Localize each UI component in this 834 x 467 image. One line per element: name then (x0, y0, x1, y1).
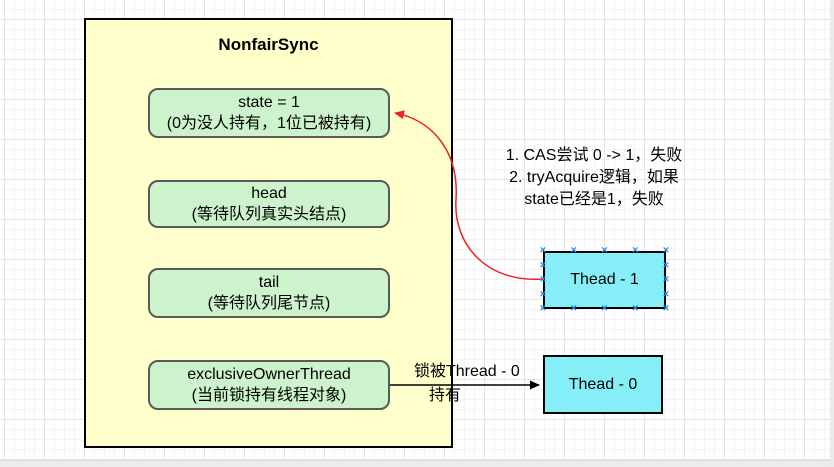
connection-point-icon[interactable]: × (570, 244, 577, 257)
head-field-box[interactable]: head (等待队列真实头结点) (148, 180, 390, 228)
state-field-desc: (0为没人持有，1位已被持有) (166, 115, 372, 132)
canvas-bottom-edge (0, 460, 834, 467)
lock-held-label-line1[interactable]: 锁被Thread - 0 (414, 363, 520, 380)
connection-point-icon[interactable]: × (539, 273, 547, 286)
connection-point-icon[interactable]: × (632, 244, 639, 257)
exclusive-owner-thread-field-box[interactable]: exclusiveOwnerThread (当前锁持有线程对象) (148, 360, 390, 410)
thread-1-box[interactable]: Thead - 1 (543, 251, 666, 309)
connection-point-icon[interactable]: × (601, 244, 608, 257)
lock-held-label-line2[interactable]: 持有 (429, 387, 462, 404)
thread-0-box[interactable]: Thead - 0 (543, 355, 663, 414)
connection-point-icon[interactable]: × (662, 244, 670, 257)
tail-field-desc: (等待队列尾节点) (207, 295, 331, 312)
head-field-name: head (251, 185, 287, 202)
tail-field-name: tail (258, 274, 280, 291)
exclusive-field-desc: (当前锁持有线程对象) (191, 387, 347, 404)
annotation-line-1: 1. CAS尝试 0 -> 1，失败 (505, 147, 683, 164)
exclusive-field-name: exclusiveOwnerThread (187, 366, 351, 383)
connection-point-icon[interactable]: × (539, 288, 547, 300)
thread-0-label: Thead - 0 (568, 375, 638, 393)
connection-point-icon[interactable]: × (570, 302, 577, 315)
canvas-right-edge (830, 0, 834, 467)
connection-point-icon[interactable]: × (539, 244, 547, 257)
connection-point-icon[interactable]: × (662, 273, 670, 286)
connection-point-icon[interactable]: × (662, 288, 670, 300)
state-field-name: state = 1 (238, 94, 300, 111)
connection-point-icon[interactable]: × (662, 259, 670, 271)
connection-point-icon[interactable]: × (601, 302, 608, 315)
annotation-line-2: 2. tryAcquire逻辑，如果 (509, 169, 679, 186)
connection-point-icon[interactable]: × (539, 259, 547, 271)
thread-1-label: Thead - 1 (570, 271, 639, 288)
state-field-box[interactable]: state = 1 (0为没人持有，1位已被持有) (148, 88, 390, 138)
container-title: NonfairSync (218, 35, 319, 54)
cas-annotation[interactable]: 1. CAS尝试 0 -> 1，失败 2. tryAcquire逻辑，如果 st… (476, 145, 712, 211)
annotation-line-3: state已经是1，失败 (524, 191, 664, 208)
connection-point-icon[interactable]: × (662, 302, 670, 315)
tail-field-box[interactable]: tail (等待队列尾节点) (148, 268, 390, 318)
connection-point-icon[interactable]: × (539, 302, 547, 315)
head-field-desc: (等待队列真实头结点) (191, 206, 347, 223)
connection-point-icon[interactable]: × (632, 302, 639, 315)
